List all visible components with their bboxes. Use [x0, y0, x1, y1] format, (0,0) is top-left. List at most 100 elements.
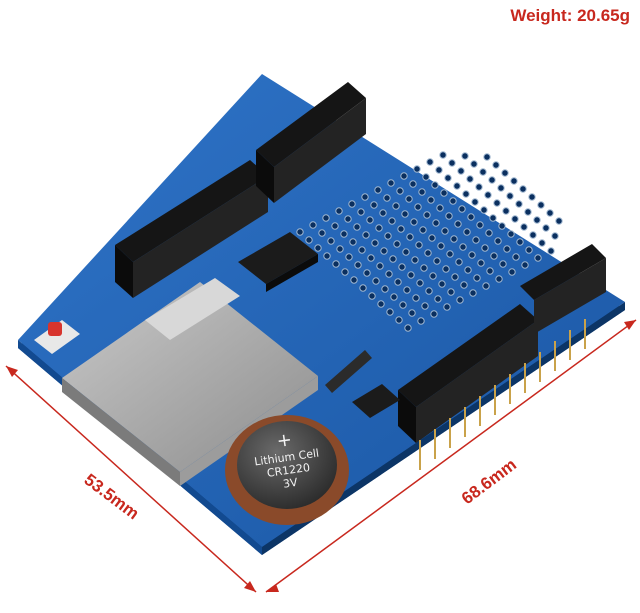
proto-hole	[420, 264, 428, 272]
proto-hole	[467, 213, 475, 221]
proto-hole	[389, 255, 397, 263]
proto-hole	[538, 239, 546, 247]
proto-hole	[495, 275, 503, 283]
proto-hole	[403, 286, 411, 294]
ic-chip-rtc	[352, 384, 400, 418]
proto-hole	[451, 273, 459, 281]
proto-hole	[359, 284, 367, 292]
proto-hole	[429, 272, 437, 280]
proto-hole	[475, 183, 483, 191]
proto-hole	[415, 241, 423, 249]
proto-hole	[455, 258, 463, 266]
proto-hole	[507, 230, 515, 238]
proto-hole	[349, 238, 357, 246]
proto-hole	[469, 289, 477, 297]
proto-hole	[546, 209, 554, 217]
proto-hole	[442, 265, 450, 273]
proto-hole	[387, 179, 395, 187]
proto-hole	[457, 167, 465, 175]
proto-hole	[490, 252, 498, 260]
header-top-left	[115, 160, 268, 298]
proto-hole	[506, 192, 514, 200]
proto-hole	[448, 159, 456, 167]
proto-hole	[336, 245, 344, 253]
proto-hole	[471, 198, 479, 206]
proto-hole	[444, 174, 452, 182]
dimension-line-length	[265, 319, 637, 593]
proto-hole	[424, 249, 432, 257]
proto-hole	[383, 194, 391, 202]
proto-hole	[385, 270, 393, 278]
reset-button	[34, 320, 80, 354]
proto-hole	[512, 253, 520, 261]
proto-hole	[437, 242, 445, 250]
proto-hole	[406, 233, 414, 241]
proto-hole	[425, 287, 433, 295]
proto-hole	[502, 207, 510, 215]
proto-hole	[456, 296, 464, 304]
proto-hole	[481, 244, 489, 252]
proto-hole	[381, 285, 389, 293]
proto-hole	[498, 222, 506, 230]
proto-hole	[529, 231, 537, 239]
proto-hole	[390, 293, 398, 301]
proto-hole	[392, 202, 400, 210]
proto-hole	[547, 247, 555, 255]
proto-hole	[379, 209, 387, 217]
proto-hole	[396, 187, 404, 195]
proto-hole	[454, 220, 462, 228]
proto-hole	[350, 276, 358, 284]
proto-hole	[441, 227, 449, 235]
proto-hole	[435, 166, 443, 174]
proto-hole	[445, 212, 453, 220]
proto-hole	[401, 210, 409, 218]
proto-hole	[362, 231, 370, 239]
proto-hole	[314, 244, 322, 252]
proto-hole	[341, 268, 349, 276]
proto-hole	[503, 245, 511, 253]
proto-hole	[405, 195, 413, 203]
proto-hole	[323, 252, 331, 260]
proto-hole	[516, 238, 524, 246]
proto-hole	[357, 208, 365, 216]
header-top-right	[256, 82, 366, 203]
proto-hole	[384, 232, 392, 240]
proto-hole	[418, 188, 426, 196]
proto-hole	[482, 282, 490, 290]
proto-hole	[528, 193, 536, 201]
proto-hole	[344, 215, 352, 223]
proto-hole	[345, 253, 353, 261]
proto-hole	[370, 201, 378, 209]
proto-hole	[348, 200, 356, 208]
dimension-line-width	[5, 365, 257, 593]
coin-cell-holder	[225, 415, 349, 525]
proto-hole	[309, 221, 317, 229]
proto-hole	[484, 191, 492, 199]
prototype-hole-grid	[296, 151, 563, 332]
proto-hole	[335, 207, 343, 215]
proto-hole	[332, 260, 340, 268]
proto-hole	[427, 196, 435, 204]
proto-hole	[417, 317, 425, 325]
proto-hole	[450, 235, 458, 243]
proto-hole	[480, 206, 488, 214]
battery-label: + Lithium Cell CR1220 3V	[243, 425, 331, 496]
proto-hole	[501, 169, 509, 177]
crystal	[325, 350, 372, 393]
proto-hole	[386, 308, 394, 316]
proto-hole	[497, 184, 505, 192]
proto-hole	[388, 217, 396, 225]
proto-hole	[374, 186, 382, 194]
proto-hole	[524, 208, 532, 216]
proto-hole	[439, 151, 447, 159]
proto-hole	[327, 237, 335, 245]
proto-hole	[447, 288, 455, 296]
proto-hole	[353, 223, 361, 231]
proto-hole	[460, 281, 468, 289]
proto-hole	[322, 214, 330, 222]
proto-hole	[430, 310, 438, 318]
proto-hole	[331, 222, 339, 230]
proto-hole	[296, 228, 304, 236]
proto-hole	[371, 239, 379, 247]
